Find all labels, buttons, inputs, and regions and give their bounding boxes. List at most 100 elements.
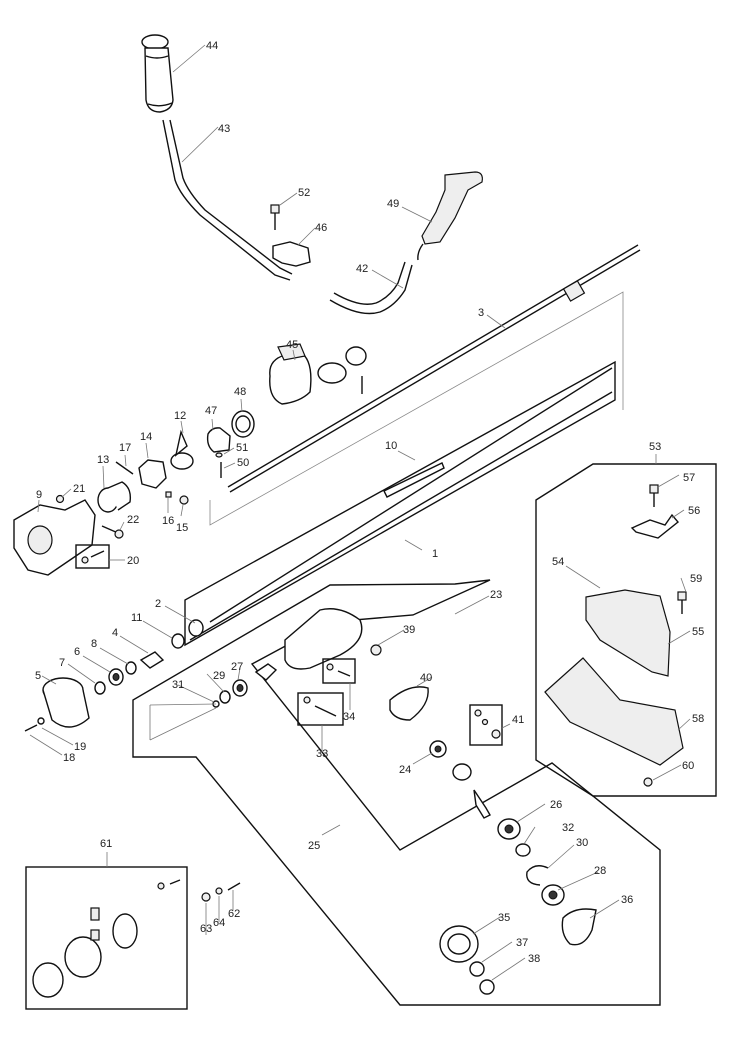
shaft-outline-frame: [209, 291, 624, 526]
bearing-24[interactable]: [429, 740, 447, 758]
part-labels: 44 43 52 46 42 49 3 45 48 47 51 50 10 1 …: [35, 40, 704, 965]
bolt-57[interactable]: [649, 484, 659, 507]
nut-21[interactable]: [55, 494, 65, 504]
bolt-set-33[interactable]: [297, 692, 344, 726]
bolt-17[interactable]: [115, 461, 134, 475]
ring-8[interactable]: [125, 661, 137, 675]
label-47: 47: [205, 405, 217, 417]
label-22: 22: [127, 514, 139, 526]
handle-bar-43[interactable]: [162, 119, 293, 281]
receiver-cup-36[interactable]: [561, 908, 597, 946]
hose-clamp-12[interactable]: [170, 429, 194, 470]
gear-head-frame-23: [132, 579, 661, 1006]
bolt-52[interactable]: [270, 204, 280, 230]
guard-set-frame-53: [535, 463, 717, 797]
washer-64[interactable]: [215, 887, 223, 895]
clamp-56[interactable]: [630, 513, 680, 539]
guard-54[interactable]: [585, 589, 671, 677]
label-59: 59: [690, 573, 702, 585]
label-13: 13: [97, 454, 109, 466]
label-15: 15: [176, 522, 188, 534]
gear-case-23[interactable]: [284, 608, 363, 670]
handle-bar-42[interactable]: [329, 261, 413, 315]
label-34: 34: [343, 711, 355, 723]
label-7: 7: [59, 657, 65, 669]
clutch-parts[interactable]: [32, 879, 181, 998]
label-49: 49: [387, 198, 399, 210]
washer-63[interactable]: [201, 892, 211, 902]
label-sticker-10[interactable]: [383, 462, 445, 498]
ring-32[interactable]: [515, 843, 531, 857]
label-38: 38: [528, 953, 540, 965]
plug-47[interactable]: [206, 427, 231, 453]
label-36: 36: [621, 894, 633, 906]
shaft-gear[interactable]: [254, 663, 278, 681]
screw-washer-set-20[interactable]: [75, 544, 110, 569]
label-6: 6: [74, 646, 80, 658]
label-18: 18: [63, 752, 75, 764]
label-17: 17: [119, 442, 131, 454]
label-53: 53: [649, 441, 661, 453]
pin-16[interactable]: [165, 491, 172, 498]
bolt-59[interactable]: [677, 591, 687, 614]
wing-bolt-15[interactable]: [179, 495, 189, 505]
label-4: 4: [112, 627, 118, 639]
throttle-grip-49[interactable]: [417, 171, 483, 261]
label-64: 64: [213, 917, 225, 929]
bearing-27[interactable]: [232, 679, 248, 697]
label-58: 58: [692, 713, 704, 725]
handle-holder-45[interactable]: [269, 343, 312, 405]
spacer-4[interactable]: [139, 651, 165, 669]
clutch-frame-61: [25, 866, 188, 1010]
label-60: 60: [682, 760, 694, 772]
label-29: 29: [213, 670, 225, 682]
clamp-46[interactable]: [272, 241, 311, 267]
screw-set-34[interactable]: [322, 658, 356, 684]
bearing-28[interactable]: [541, 884, 565, 906]
label-42: 42: [356, 263, 368, 275]
nut-38[interactable]: [479, 979, 495, 995]
gear-case-cover-5[interactable]: [42, 677, 90, 728]
label-52: 52: [298, 187, 310, 199]
label-56: 56: [688, 505, 700, 517]
label-30: 30: [576, 837, 588, 849]
guard-extension-58[interactable]: [544, 657, 684, 766]
bearing-26[interactable]: [497, 818, 521, 840]
ring-29[interactable]: [219, 690, 231, 704]
snap-ring-2[interactable]: [188, 619, 204, 637]
drive-shaft-3[interactable]: [227, 244, 641, 493]
bolt-39[interactable]: [370, 644, 382, 656]
bolt-22[interactable]: [101, 525, 124, 539]
washer-35[interactable]: [439, 925, 479, 963]
washer-11[interactable]: [171, 633, 185, 649]
sleeve-13[interactable]: [97, 481, 132, 513]
bushing-48[interactable]: [231, 410, 255, 438]
label-57: 57: [683, 472, 695, 484]
protector-40[interactable]: [389, 686, 429, 721]
grip-44[interactable]: [141, 34, 174, 113]
main-pipe-1[interactable]: [184, 360, 616, 647]
screw-set-41[interactable]: [469, 704, 503, 746]
nut-60[interactable]: [643, 777, 653, 787]
label-8: 8: [91, 638, 97, 650]
label-27: 27: [231, 661, 243, 673]
label-44: 44: [206, 40, 218, 52]
bolt-62[interactable]: [227, 882, 241, 891]
snap-ring-30[interactable]: [526, 865, 549, 886]
snap-ring-7[interactable]: [94, 681, 106, 695]
nut-37[interactable]: [469, 961, 485, 977]
label-55: 55: [692, 626, 704, 638]
clamp-14[interactable]: [138, 459, 167, 489]
bearing-6[interactable]: [108, 668, 124, 686]
label-31: 31: [172, 679, 184, 691]
clutch-housing-9[interactable]: [13, 499, 96, 576]
bolt-18[interactable]: [24, 724, 38, 732]
washer-51[interactable]: [215, 452, 223, 458]
label-5: 5: [35, 670, 41, 682]
washer-19[interactable]: [37, 717, 45, 725]
label-41: 41: [512, 714, 524, 726]
label-1: 1: [432, 548, 438, 560]
spindle-group[interactable]: [452, 763, 491, 819]
label-21: 21: [73, 483, 85, 495]
label-37: 37: [516, 937, 528, 949]
